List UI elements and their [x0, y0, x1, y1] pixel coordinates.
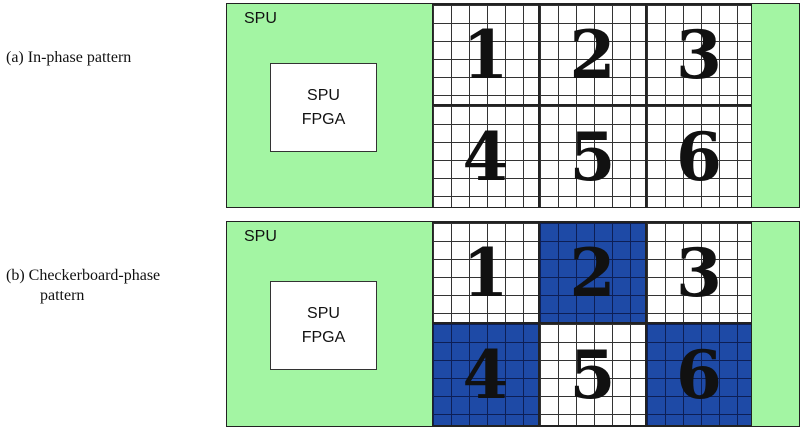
sensor-tile-6: 6	[646, 105, 752, 208]
tile-number: 3	[676, 15, 722, 94]
caption-checkerboard-line2: pattern	[40, 287, 85, 304]
tile-number: 4	[462, 117, 509, 196]
sensor-tile-2: 2	[539, 4, 646, 105]
spu-label: SPU	[244, 228, 277, 245]
tile-number: 4	[462, 335, 509, 414]
sensor-tile-3: 3	[646, 4, 752, 105]
fpga-box-line1: SPU	[307, 304, 340, 322]
tile-number: 2	[569, 233, 616, 312]
fpga-box-line1: SPU	[307, 86, 340, 104]
spu-fpga-box: SPU FPGA	[270, 281, 377, 370]
tile-number: 1	[462, 15, 509, 94]
sensor-tile-6: 6	[646, 323, 752, 426]
sensor-tile-4: 4	[432, 105, 539, 208]
sensor-tile-4: 4	[432, 323, 539, 426]
fpga-box-line2: FPGA	[301, 110, 346, 128]
tile-number: 6	[676, 117, 722, 196]
spu-fpga-box: SPU FPGA	[270, 63, 377, 152]
tile-number: 1	[462, 233, 509, 312]
sensor-tile-3: 3	[646, 222, 752, 323]
sensor-tile-5: 5	[539, 323, 646, 426]
caption-in-phase: (a) In-phase pattern	[6, 49, 132, 66]
tile-number: 5	[569, 117, 616, 196]
fpga-box-line2: FPGA	[301, 328, 346, 346]
tile-number: 6	[676, 335, 722, 414]
spu-label: SPU	[244, 10, 277, 27]
sensor-tile-1: 1	[432, 222, 539, 323]
caption-checkerboard-line1: (b) Checkerboard-phase	[6, 267, 161, 284]
sensor-tile-5: 5	[539, 105, 646, 208]
tile-number: 3	[676, 233, 722, 312]
tile-number: 2	[569, 15, 616, 94]
sensor-tile-2: 2	[539, 222, 646, 323]
sensor-tile-1: 1	[432, 4, 539, 105]
tile-number: 5	[569, 335, 616, 414]
